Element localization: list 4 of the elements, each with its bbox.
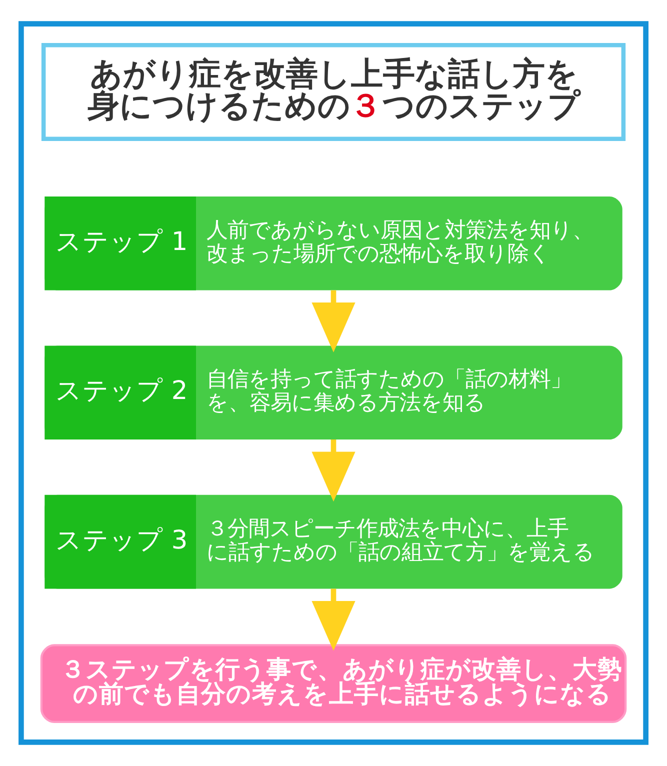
cluster bbox=[18, 21, 648, 745]
arrow bbox=[312, 588, 356, 651]
arrow bbox=[312, 440, 356, 502]
arrow bbox=[312, 290, 356, 352]
